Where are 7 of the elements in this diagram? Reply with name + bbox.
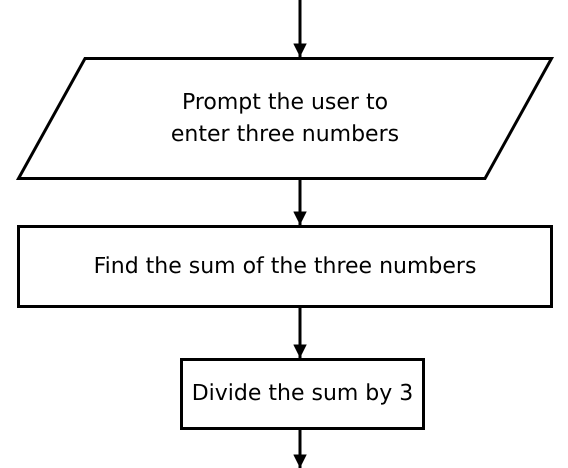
node-text: Divide the sum by 3 bbox=[192, 380, 414, 408]
arrow bbox=[293, 180, 307, 225]
arrow bbox=[293, 0, 307, 57]
arrow bbox=[293, 430, 307, 468]
node-text: Find the sum of the three numbers bbox=[94, 252, 476, 281]
arrow bbox=[293, 308, 307, 358]
node-text: Prompt the user to enter three numbers bbox=[170, 88, 400, 148]
